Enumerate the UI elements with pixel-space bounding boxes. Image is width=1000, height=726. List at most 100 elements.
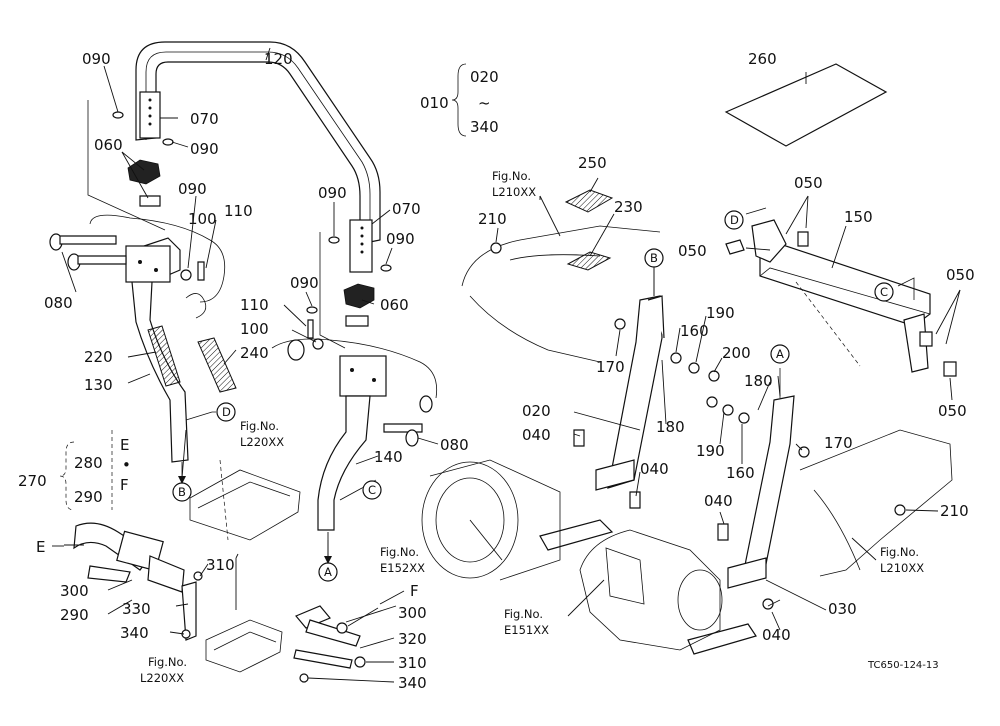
callout-210-a: 210 (478, 210, 507, 228)
ref-F-1: F (120, 476, 129, 494)
callout-090-e: 090 (386, 230, 415, 248)
callout-090-a: 090 (82, 50, 111, 68)
callout-150: 150 (844, 208, 873, 226)
callout-200: 200 (722, 344, 751, 362)
clutch-housing-E152 (421, 459, 561, 581)
callout-050-a: 050 (794, 174, 823, 192)
ref-E-1: E (120, 436, 129, 454)
callout-100-a: 100 (188, 210, 217, 228)
left-pin-assembly (49, 214, 226, 303)
callout-110-a: 110 (224, 202, 253, 220)
figref-L210-top: L210XX (492, 185, 536, 199)
pad-230 (566, 251, 612, 271)
callout-260: 260 (748, 50, 777, 68)
brace-010 (451, 63, 467, 137)
callout-020-range: 020 (470, 68, 499, 86)
callout-340-b: 340 (398, 674, 427, 692)
rops-upper-arch (135, 41, 381, 273)
callout-030: 030 (828, 600, 857, 618)
left-small-parts (112, 111, 207, 319)
callout-080-b: 080 (440, 436, 469, 454)
callout-090-f: 090 (290, 274, 319, 292)
callout-140: 140 (374, 448, 403, 466)
left-mounting-frame (539, 295, 665, 551)
ref-E-2: E (36, 538, 45, 556)
ref-A-1: A (324, 565, 332, 579)
figref-label-1: Fig.No. (492, 169, 531, 183)
floor-mat (724, 63, 888, 147)
callout-270: 270 (18, 472, 47, 490)
callout-060-b: 060 (380, 296, 409, 314)
callout-160-a: 160 (680, 322, 709, 340)
ref-A-2: A (776, 347, 784, 361)
figref-label-2: Fig.No. (240, 419, 279, 433)
callout-210-b: 210 (940, 502, 969, 520)
callout-240: 240 (240, 344, 269, 362)
callout-230: 230 (614, 198, 643, 216)
mounting-plate-upper (189, 459, 301, 541)
callout-110-b: 110 (240, 296, 269, 314)
callout-100-b: 100 (240, 320, 269, 338)
figref-label-5: Fig.No. (504, 607, 543, 621)
callout-330: 330 (122, 600, 151, 618)
callout-220: 220 (84, 348, 113, 366)
figref-L220-mid: L220XX (240, 435, 284, 449)
figref-E151: E151XX (504, 623, 549, 637)
callout-080-a: 080 (44, 294, 73, 312)
callout-040-b: 040 (640, 460, 669, 478)
ref-C-1: C (368, 483, 376, 497)
callout-050-c: 050 (946, 266, 975, 284)
callout-290-b: 290 (60, 606, 89, 624)
callout-120: 120 (264, 50, 293, 68)
callout-340-range: 340 (470, 118, 499, 136)
ref-D-2: D (730, 213, 739, 227)
callout-050-b: 050 (678, 242, 707, 260)
callout-020: 020 (522, 402, 551, 420)
ref-B-1: B (178, 485, 186, 499)
figref-E152: E152XX (380, 561, 425, 575)
figure-code: TC650-124-13 (867, 660, 939, 671)
pad-250 (564, 189, 614, 213)
callout-040-d: 040 (762, 626, 791, 644)
callout-280: 280 (74, 454, 103, 472)
callout-040-a: 040 (522, 426, 551, 444)
callout-180-a: 180 (656, 418, 685, 436)
left-lower-post (125, 237, 237, 463)
cross-beam (751, 219, 931, 373)
callout-090-d: 090 (318, 184, 347, 202)
callout-170-a: 170 (596, 358, 625, 376)
callout-290-a: 290 (74, 488, 103, 506)
callout-090-c: 090 (178, 180, 207, 198)
reference-letters: D B C A B A D C E • F E F (36, 210, 894, 605)
callout-070-b: 070 (392, 200, 421, 218)
callout-300-b: 300 (398, 604, 427, 622)
right-small-parts (287, 236, 433, 447)
callout-310-b: 310 (398, 654, 427, 672)
bolt-holes-right (360, 226, 364, 254)
callout-050-d: 050 (938, 402, 967, 420)
figref-label-4: Fig.No. (380, 545, 419, 559)
callout-010: 010 (420, 94, 449, 112)
figure-references: Fig.No. L210XX Fig.No. L220XX Fig.No. L2… (140, 169, 924, 685)
callout-090-b: 090 (190, 140, 219, 158)
callout-250: 250 (578, 154, 607, 172)
callout-170-b: 170 (824, 434, 853, 452)
callout-060-a: 060 (94, 136, 123, 154)
callout-320: 320 (398, 630, 427, 648)
figref-label-6: Fig.No. (880, 545, 919, 559)
callout-180-b: 180 (744, 372, 773, 390)
ref-B-2: B (650, 251, 658, 265)
bolt-holes-left (148, 98, 152, 126)
right-mounting-frame (687, 395, 795, 655)
tilde: ~ (478, 94, 491, 112)
callout-040-c: 040 (704, 492, 733, 510)
transmission-E151 (579, 529, 723, 651)
callout-340-a: 340 (120, 624, 149, 642)
ref-dot: • (122, 456, 131, 474)
callout-labels: 090 070 090 060 090 100 110 080 120 220 … (18, 50, 975, 692)
ref-C-2: C (880, 285, 888, 299)
figref-label-3: Fig.No. (148, 655, 187, 669)
callout-130: 130 (84, 376, 113, 394)
callout-190-b: 190 (696, 442, 725, 460)
